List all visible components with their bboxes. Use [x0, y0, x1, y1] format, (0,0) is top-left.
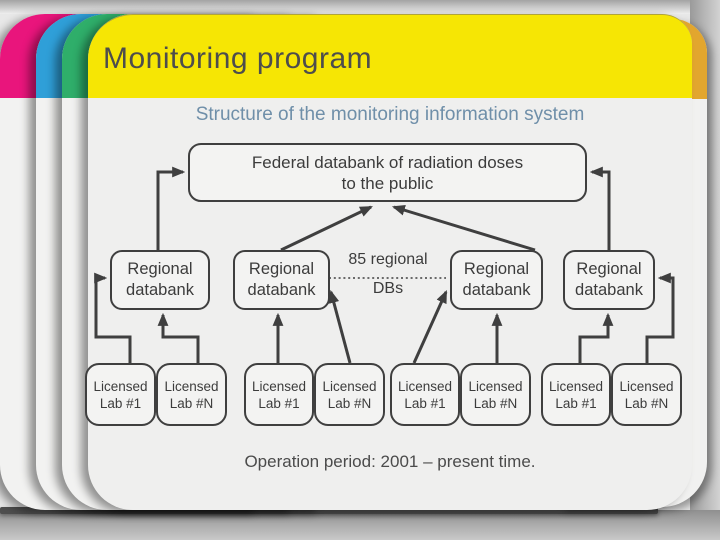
lab-box-line2: Lab #1	[404, 395, 446, 411]
lab-box-line1: Licensed	[164, 378, 219, 394]
regional-box-line1: Regional	[576, 260, 642, 278]
note-line1: 85 regional	[348, 251, 428, 268]
regional-databank-box-1: Regional databank	[110, 250, 210, 310]
regional-dbs-note: 85 regional DBs	[327, 251, 449, 303]
page-shadow-bar	[0, 507, 658, 514]
lab-box-line2: Lab #1	[555, 395, 597, 411]
regional-box-line1: Regional	[463, 260, 530, 278]
note-line2: DBs	[372, 280, 404, 297]
regional-databank-box-2: Regional databank	[233, 250, 330, 310]
lab-box-line1: Licensed	[548, 378, 604, 394]
lab-box-line1: Licensed	[397, 378, 453, 394]
regional-box-line2: databank	[575, 281, 643, 299]
regional-box-line1: Regional	[127, 260, 193, 278]
lab-box-line2: Lab #N	[169, 395, 214, 411]
lab-box-line2: Lab #N	[473, 395, 518, 411]
lab-box-line1: Licensed	[93, 378, 148, 394]
regional-box-line2: databank	[462, 281, 531, 299]
operation-period-text: Operation period: 2001 – present time.	[244, 452, 536, 471]
lab-box-line1: Licensed	[251, 378, 307, 394]
background-top-strip	[0, 0, 720, 14]
slide-header-band	[88, 14, 692, 98]
federal-box-line1: Federal databank of radiation doses	[251, 152, 524, 172]
lab-box-line2: Lab #1	[99, 395, 142, 411]
licensed-lab-box-6: Licensed Lab #N	[460, 363, 531, 426]
lab-box-line1: Licensed	[619, 378, 674, 394]
licensed-lab-box-7: Licensed Lab #1	[541, 363, 611, 426]
lab-box-line2: Lab #N	[624, 395, 669, 411]
lab-box-line2: Lab #N	[327, 395, 372, 411]
licensed-lab-box-1: Licensed Lab #1	[85, 363, 156, 426]
slide-title: Monitoring program	[103, 42, 373, 75]
licensed-lab-box-2: Licensed Lab #N	[156, 363, 227, 426]
regional-box-line2: databank	[247, 281, 316, 299]
regional-databank-box-4: Regional databank	[563, 250, 655, 310]
federal-box-line2: to the public	[341, 173, 434, 193]
federal-databank-box: Federal databank of radiation doses to t…	[188, 143, 587, 202]
licensed-lab-box-8: Licensed Lab #N	[611, 363, 682, 426]
slide-subtitle: Structure of the monitoring information …	[195, 104, 585, 125]
lab-box-line1: Licensed	[468, 378, 523, 394]
licensed-lab-box-5: Licensed Lab #1	[390, 363, 460, 426]
licensed-lab-box-4: Licensed Lab #N	[314, 363, 385, 426]
regional-box-line1: Regional	[248, 260, 315, 278]
regional-box-line2: databank	[126, 281, 194, 299]
lab-box-line2: Lab #1	[258, 395, 300, 411]
regional-databank-box-3: Regional databank	[450, 250, 543, 310]
licensed-lab-box-3: Licensed Lab #1	[244, 363, 314, 426]
lab-box-line1: Licensed	[322, 378, 377, 394]
background-bottom-strip	[0, 510, 720, 540]
